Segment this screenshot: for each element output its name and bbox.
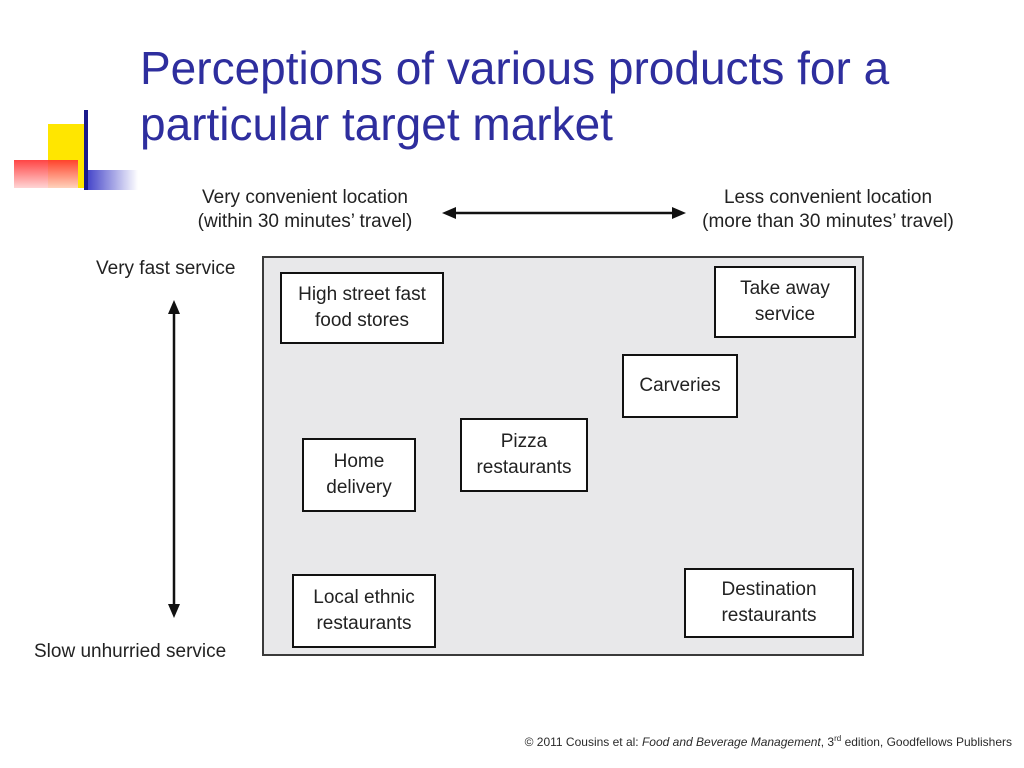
footer-edition-sup: rd — [834, 734, 842, 743]
box-local-ethnic-restaurants: Local ethnic restaurants — [292, 574, 436, 648]
perceptual-map: High street fast food stores Take away s… — [262, 256, 864, 656]
box-line: restaurants — [476, 457, 572, 478]
box-line: restaurants — [316, 613, 412, 634]
horizontal-double-arrow — [442, 207, 686, 219]
decor-blue-bar — [86, 170, 138, 190]
x-axis-right-label: Less convenient location (more than 30 m… — [680, 186, 976, 234]
box-destination-restaurants: Destination restaurants — [684, 568, 854, 638]
box-take-away-service: Take away service — [714, 266, 856, 338]
x-axis-right-line2: (more than 30 minutes’ travel) — [702, 211, 954, 232]
box-home-delivery: Home delivery — [302, 438, 416, 512]
footer-book-title: Food and Beverage Management — [641, 735, 821, 749]
box-line: Pizza — [500, 431, 548, 452]
vertical-double-arrow — [168, 300, 180, 618]
box-line: Local ethnic — [313, 587, 415, 608]
footer-edition-num: , 3 — [820, 735, 835, 749]
slide-title: Perceptions of various products for a pa… — [140, 42, 890, 150]
box-line: Carveries — [639, 375, 721, 396]
decor-red-block — [14, 160, 78, 188]
footer-credit: © 2011 Cousins et al: Food and Beverage … — [525, 734, 1012, 749]
footer-suffix: edition, Goodfellows Publishers — [841, 735, 1012, 749]
box-high-street-fast-food: High street fast food stores — [280, 272, 444, 344]
box-line: Home — [333, 451, 385, 472]
footer-prefix: © 2011 Cousins et al: — [524, 735, 642, 749]
y-axis-bottom-label: Slow unhurried service — [34, 641, 227, 662]
x-axis-left-line2: (within 30 minutes’ travel) — [197, 211, 413, 232]
x-axis-right-line1: Less convenient location — [723, 187, 933, 208]
y-axis-top-label: Very fast service — [96, 258, 236, 279]
box-line: restaurants — [721, 605, 817, 626]
x-axis-left-label: Very convenient location (within 30 minu… — [170, 186, 440, 234]
decor-vertical-line — [84, 110, 88, 190]
box-line: High street fast — [298, 284, 426, 305]
box-line: service — [754, 304, 816, 325]
box-line: delivery — [326, 477, 392, 498]
box-line: food stores — [315, 310, 409, 331]
box-line: Take away — [740, 278, 830, 299]
box-pizza-restaurants: Pizza restaurants — [460, 418, 588, 492]
box-carveries: Carveries — [622, 354, 738, 418]
x-axis-left-line1: Very convenient location — [202, 187, 408, 208]
box-line: Destination — [721, 579, 817, 600]
